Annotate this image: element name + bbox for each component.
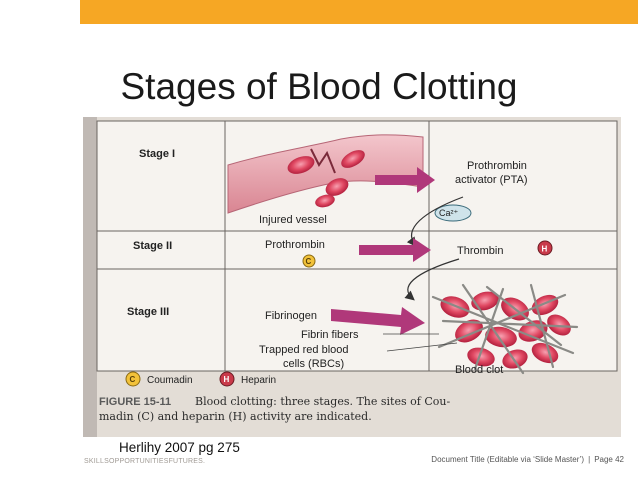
coumadin-marker-icon	[302, 254, 316, 268]
legend-coumadin-letter: C	[130, 375, 136, 384]
blood-clot-label: Blood clot	[455, 364, 503, 376]
thrombin-label: Thrombin	[457, 245, 503, 257]
footer-separator: |	[588, 455, 591, 464]
caption-line1: Blood clotting: three stages. The sites …	[195, 395, 450, 408]
blood-clot-illustration	[431, 283, 579, 375]
legend-coumadin-icon	[125, 371, 141, 387]
blood-clotting-figure: Stage I Stage II Stage III Injured vesse…	[83, 117, 621, 437]
footer-info: Document Title (Editable via ‘Slide Mast…	[431, 455, 624, 464]
prothrombin-label: Prothrombin	[265, 239, 325, 251]
legend-heparin-letter: H	[224, 375, 230, 384]
legend-coumadin-label: Coumadin	[147, 375, 193, 386]
arrow-to-pta	[375, 167, 435, 193]
pta-label-line1: Prothrombin	[467, 160, 527, 172]
slide-title: Stages of Blood Clotting	[120, 66, 518, 107]
heparin-marker-icon	[537, 240, 553, 256]
binding-shadow	[83, 117, 97, 437]
injured-vessel-label: Injured vessel	[259, 214, 327, 226]
coumadin-marker-letter: C	[306, 257, 312, 266]
footer-logo: SKILLSOPPORTUNITIESFUTURES.	[84, 458, 206, 465]
legend-heparin-label: Heparin	[241, 375, 276, 386]
stage-iii-label: Stage III	[127, 306, 169, 318]
stage-ii-label: Stage II	[133, 240, 172, 252]
heparin-marker-letter: H	[542, 245, 548, 254]
arrow-to-blood-clot	[331, 307, 425, 335]
trapped-rbc-label-line1: Trapped red blood	[259, 344, 349, 356]
caption-line2: madin (C) and heparin (H) activity are i…	[99, 410, 372, 423]
footer-document-title: Document Title (Editable via ‘Slide Mast…	[431, 455, 585, 464]
fibrin-fibers-label: Fibrin fibers	[301, 329, 359, 341]
stage-i-label: Stage I	[139, 148, 175, 160]
trapped-rbc-leader	[386, 342, 458, 352]
calcium-label: Ca²⁺	[439, 208, 459, 218]
fibrinogen-label: Fibrinogen	[265, 310, 317, 322]
citation-text: Herlihy 2007 pg 275	[119, 440, 240, 455]
connector-thrombin-to-clot	[404, 258, 460, 301]
trapped-rbc-label-line2: cells (RBCs)	[283, 358, 344, 370]
connector-pta-to-thrombin	[406, 196, 464, 247]
legend-heparin-icon	[219, 371, 235, 387]
pta-label-line2: activator (PTA)	[455, 174, 528, 186]
injured-vessel-illustration	[227, 134, 424, 214]
footer-page-number: Page 42	[594, 455, 624, 464]
caption-figure-label: FIGURE 15-11	[99, 396, 171, 408]
top-accent-bar	[80, 0, 638, 24]
arrow-to-thrombin	[359, 238, 431, 262]
calcium-ion-bubble	[434, 204, 472, 222]
